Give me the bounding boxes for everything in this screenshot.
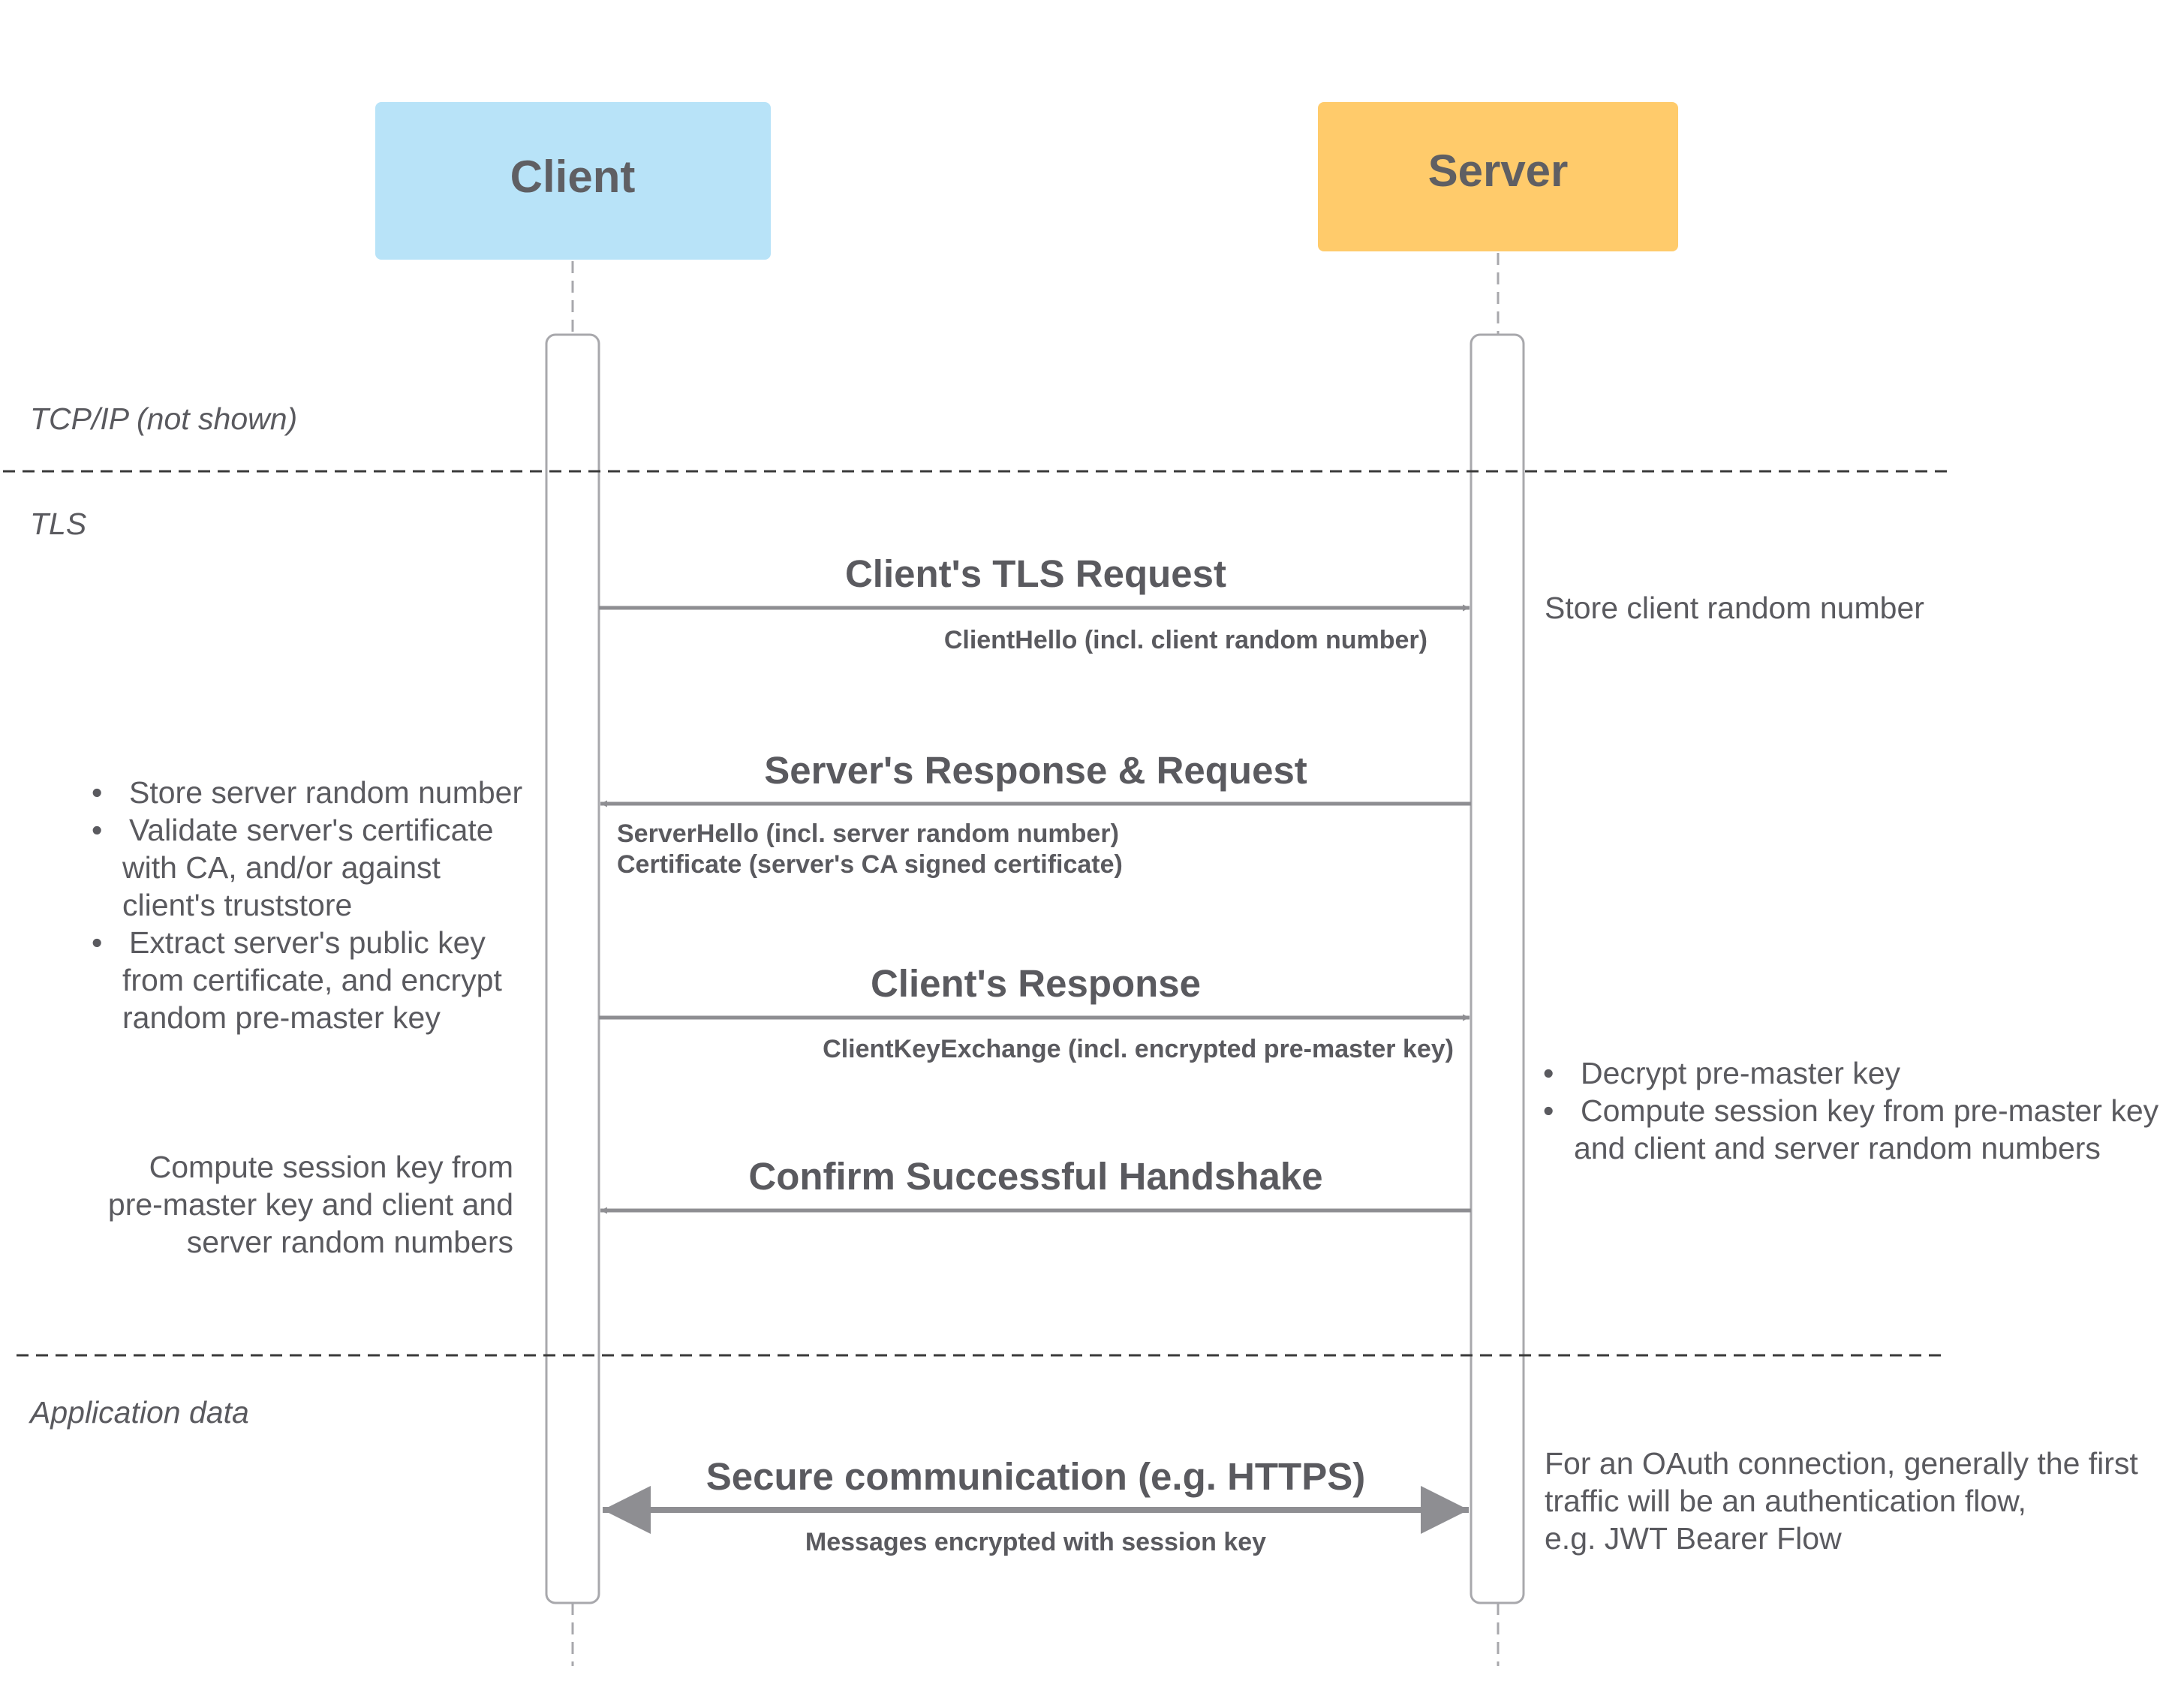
client-step-bullet-1: • [92,775,102,810]
server-note-store-random: Store client random number [1545,591,1924,625]
message-confirm-handshake-title: Confirm Successful Handshake [748,1155,1322,1198]
oauth-note-line-1: For an OAuth connection, generally the f… [1545,1446,2138,1481]
client-step-2-line-1: Validate server's certificate [129,813,494,847]
message-secure-communication: Secure communication (e.g. HTTPS) Messag… [603,1455,1469,1556]
oauth-note: For an OAuth connection, generally the f… [1545,1446,2138,1556]
message-client-tls-request-sub: ClientHello (incl. client random number) [944,626,1427,654]
phase-label-tcp: TCP/IP (not shown) [30,401,297,436]
client-actor-label: Client [510,152,636,202]
message-secure-communication-title: Secure communication (e.g. HTTPS) [706,1455,1365,1498]
client-compute-note: Compute session key from pre-master key … [108,1150,513,1259]
client-compute-line-2: pre-master key and client and [108,1187,513,1222]
client-step-bullet-3: • [92,925,102,960]
server-actor-box [1318,102,1678,251]
server-step-2-line-1: Compute session key from pre-master key [1581,1093,2159,1128]
client-step-3-line-3: random pre-master key [122,1000,441,1035]
message-confirm-handshake: Confirm Successful Handshake [600,1155,1471,1214]
message-client-tls-request: Client's TLS Request ClientHello (incl. … [599,552,1470,654]
client-actor-box [375,102,771,260]
server-step-1-line-1: Decrypt pre-master key [1581,1056,1901,1090]
phase-label-app: Application data [28,1395,249,1430]
client-steps-note: • Store server random number • Validate … [92,775,522,1035]
client-step-3-line-2: from certificate, and encrypt [122,963,502,997]
message-client-response-sub: ClientKeyExchange (incl. encrypted pre-m… [823,1035,1454,1063]
server-step-bullet-1: • [1543,1056,1554,1090]
server-actor: Server [1318,102,1678,251]
message-client-response: Client's Response ClientKeyExchange (inc… [599,962,1470,1063]
client-actor: Client [375,102,771,260]
client-step-1-line-1: Store server random number [129,775,522,810]
phase-label-tls: TLS [30,507,86,541]
server-step-2-line-2: and client and server random numbers [1574,1131,2101,1165]
oauth-note-line-2: traffic will be an authentication flow, [1545,1484,2026,1518]
message-server-response-sub-2: Certificate (server's CA signed certific… [617,850,1123,879]
client-activation-bar [545,333,600,1604]
server-steps-note: • Decrypt pre-master key • Compute sessi… [1543,1056,2159,1165]
client-compute-line-1: Compute session key from [149,1150,513,1184]
message-server-response-sub-1: ServerHello (incl. server random number) [617,819,1119,848]
client-step-3-line-1: Extract server's public key [129,925,486,960]
message-secure-communication-sub: Messages encrypted with session key [805,1528,1266,1556]
client-step-bullet-2: • [92,813,102,847]
server-actor-label: Server [1428,146,1569,196]
client-step-2-line-2: with CA, and/or against [122,850,441,885]
oauth-note-line-3: e.g. JWT Bearer Flow [1545,1521,1842,1556]
client-step-2-line-3: client's truststore [122,888,352,922]
message-server-response: Server's Response & Request ServerHello … [600,749,1471,879]
message-client-response-title: Client's Response [871,962,1201,1005]
message-client-tls-request-title: Client's TLS Request [845,552,1226,595]
message-server-response-title: Server's Response & Request [764,749,1307,792]
server-step-bullet-2: • [1543,1093,1554,1128]
client-compute-line-3: server random numbers [187,1225,513,1259]
server-activation-bar [1470,333,1525,1604]
